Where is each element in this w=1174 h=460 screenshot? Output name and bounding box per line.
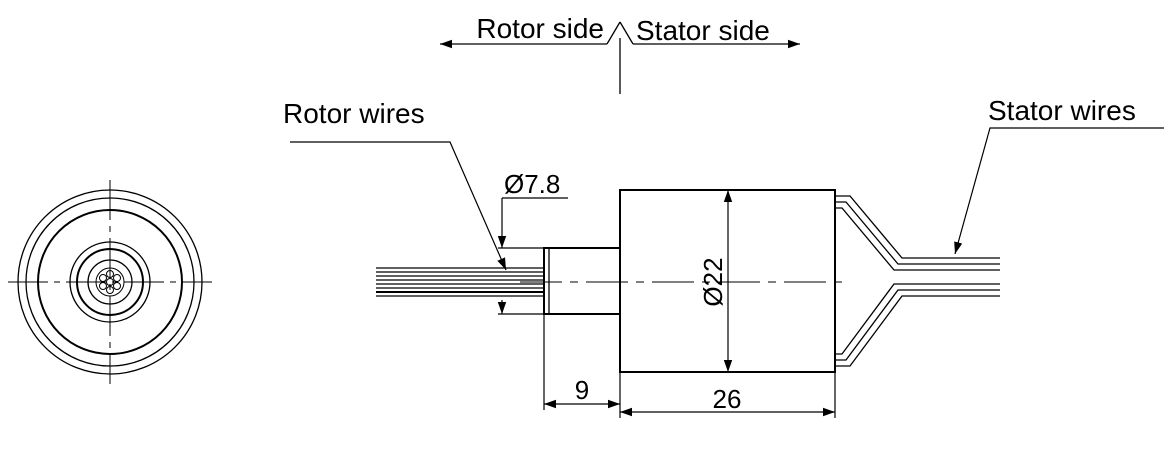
body-length-label: 26	[713, 384, 742, 414]
rotor-wires	[376, 268, 544, 296]
rotor-side-label: Rotor side	[476, 13, 604, 44]
body-diameter-label: Ø22	[698, 257, 728, 306]
rotor-wires-label: Rotor wires	[283, 98, 425, 129]
leaders	[290, 128, 1164, 270]
rotor-shaft	[544, 248, 620, 314]
stator-wires	[835, 196, 1000, 366]
stator-wires-label: Stator wires	[988, 95, 1136, 126]
end-view	[8, 180, 212, 384]
shaft-length-label: 9	[575, 375, 589, 405]
side-view	[376, 190, 1000, 372]
dim-shaft-diameter	[497, 198, 568, 314]
end-view-centerlines	[8, 180, 212, 384]
dim-body-length	[620, 372, 835, 418]
side-indicator: Rotor side Stator side	[440, 13, 800, 94]
stator-side-label: Stator side	[636, 15, 770, 46]
shaft-diameter-label: Ø7.8	[504, 169, 560, 199]
